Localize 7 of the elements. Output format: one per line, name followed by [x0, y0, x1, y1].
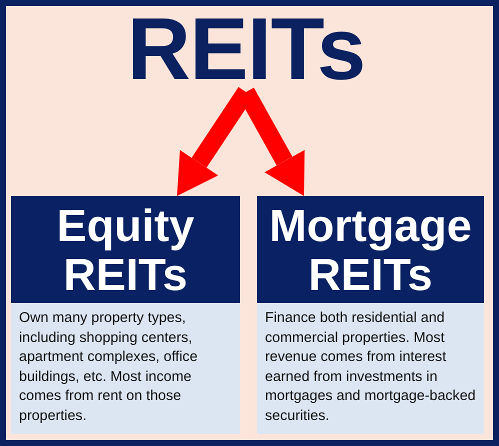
card-heading: Mortgage REITs — [257, 196, 484, 303]
card-heading: Equity REITs — [11, 196, 240, 303]
card-description: Finance both residential and commercial properties. Most revenue comes from interest earned from investments in mortgages and mortgage-backed securities. — [257, 303, 484, 434]
category-card — [11, 196, 240, 434]
title-text: REITs — [96, 6, 396, 92]
card-description: Own many property types, including shopping centers, apartment complexes, office buildings, etc. Most income comes from rent on those properties. — [11, 303, 240, 434]
category-card — [257, 196, 484, 434]
